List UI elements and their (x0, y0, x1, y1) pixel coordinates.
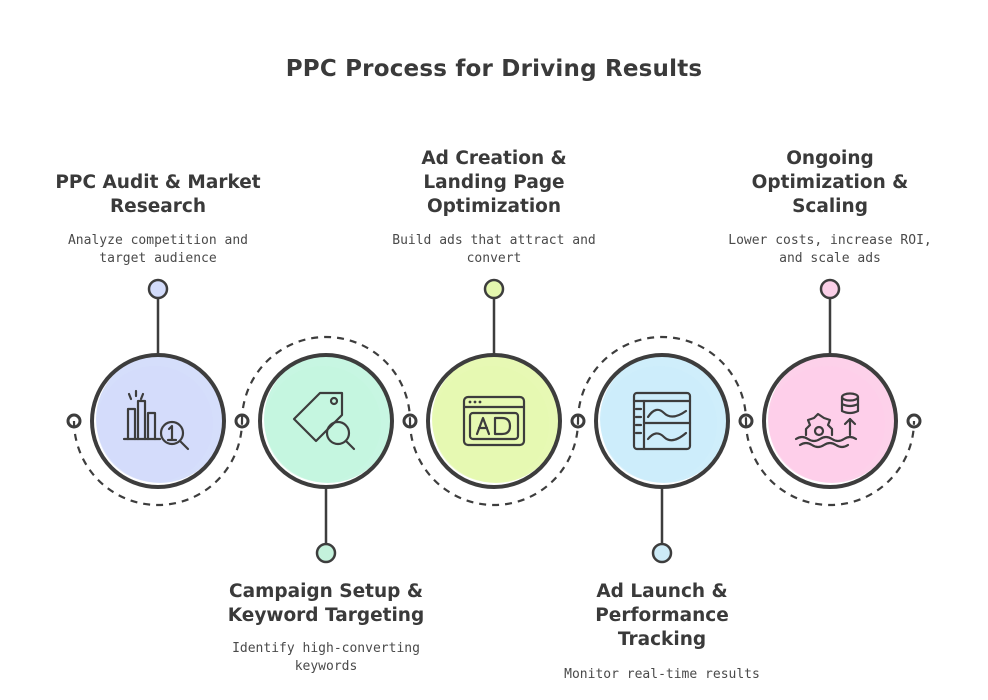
tag-hole (329, 396, 339, 406)
step-4-title-line: Performance (595, 605, 729, 626)
dashed-arc (408, 420, 580, 507)
step-2-title-line: Campaign Setup & (229, 581, 423, 602)
stem-dot (315, 542, 337, 564)
step-5-title-line: Optimization & (751, 172, 909, 193)
step-1-title-line: PPC Audit & Market (55, 172, 261, 193)
step-circle (258, 353, 394, 489)
step-4-description-line: Monitor real-time results (564, 667, 760, 682)
window-frame (462, 395, 526, 447)
bar-chart-magnifier-icon (122, 389, 190, 451)
window-dot (473, 400, 477, 404)
step-3-description-line: Build ads that attract and (392, 233, 596, 248)
step-5-description-line: and scale ads (779, 251, 881, 266)
step-5-description: Lower costs, increase ROI, and scale ads (700, 232, 960, 268)
step-5-title-line: Scaling (792, 196, 868, 217)
step-1-description-line: target audience (99, 251, 217, 266)
stem-dot (483, 278, 505, 300)
step-1-description-line: Analyze competition and (67, 233, 248, 248)
dashboard-frame (632, 391, 692, 451)
step-3-description: Build ads that attract and convert (364, 232, 624, 268)
magnifier-lens (159, 420, 185, 446)
dashed-arc (240, 335, 412, 422)
step-4-title-line: Tracking (617, 629, 707, 650)
magnifier-lens (325, 420, 351, 446)
step-3-description-line: convert (466, 251, 522, 266)
step-2-description-line: Identify high-converting (232, 641, 420, 656)
step-4-title-line: Ad Launch & (596, 581, 728, 602)
ad-panel (468, 411, 520, 441)
step-4-description: Monitor real-time results (532, 666, 792, 684)
step-circle (594, 353, 730, 489)
stem-dot (651, 542, 673, 564)
stem-dot (819, 278, 841, 300)
step-2-title: Campaign Setup & Keyword Targeting (196, 580, 456, 628)
step-circles (90, 353, 898, 489)
step-circle (762, 353, 898, 489)
connectors (66, 278, 922, 564)
dashed-arc (576, 335, 748, 422)
tag-search-icon (292, 391, 356, 451)
step-3-title-line: Landing Page (423, 172, 565, 193)
stem-dot (147, 278, 169, 300)
step-1-description: Analyze competition and target audience (28, 232, 288, 268)
step-icons (122, 389, 860, 451)
circle-fill-hatch (433, 366, 549, 482)
circle-fill-hatch (265, 366, 381, 482)
dashed-arc (744, 420, 916, 507)
ad-window-icon (462, 395, 526, 447)
step-5-description-line: Lower costs, increase ROI, (728, 233, 932, 248)
diagram-title: PPC Process for Driving Results (285, 56, 703, 82)
step-2-description-line: keywords (294, 659, 358, 674)
step-1-title-line: Research (109, 196, 207, 217)
gear-database-growth-icon (794, 392, 860, 449)
dashed-arc (72, 420, 244, 507)
step-3-title-line: Ad Creation & (421, 148, 567, 169)
step-5-title-line: Ongoing (786, 148, 874, 169)
window-dot (478, 400, 482, 404)
step-2-title-line: Keyword Targeting (227, 605, 425, 626)
step-circle (90, 353, 226, 489)
dashboard-chart-icon (632, 391, 692, 451)
gear-center (813, 425, 825, 437)
step-circle (426, 353, 562, 489)
step-3-title-line: Optimization (426, 196, 562, 217)
circle-fill-hatch (769, 366, 885, 482)
window-dot (468, 400, 472, 404)
step-2-description: Identify high-converting keywords (196, 640, 456, 676)
